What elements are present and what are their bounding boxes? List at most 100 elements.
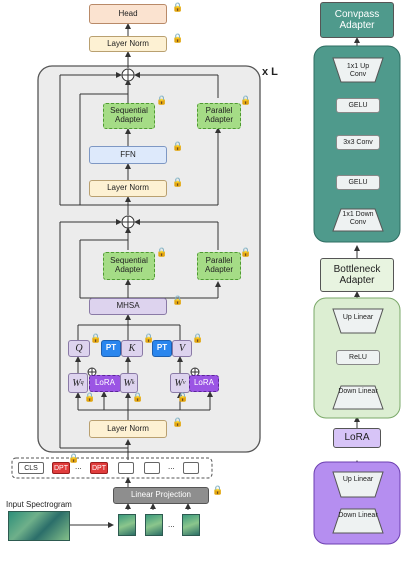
mhsa-label: MHSA: [116, 301, 140, 311]
patch-token-2: [144, 462, 160, 474]
lock-icon: 🔒: [84, 392, 96, 402]
dpt-token-1-label: DPT: [54, 464, 68, 472]
sequential-adapter-bottom: Sequential Adapter: [103, 252, 155, 280]
linear-projection-label: Linear Projection: [130, 490, 192, 500]
dpt-token-1: DPT: [52, 462, 70, 474]
lock-icon: 🔒: [172, 417, 184, 427]
bottleneck-title: Bottleneck Adapter: [320, 258, 394, 292]
lock-icon: 🔒: [68, 453, 80, 463]
parallel-adapter-top: Parallel Adapter: [197, 103, 241, 129]
k-block: K: [121, 340, 143, 357]
lock-icon: 🔒: [172, 295, 184, 305]
parallel-adapter-bottom: Parallel Adapter: [197, 252, 241, 280]
convpass-block-3-label: 3x3 Conv: [343, 138, 373, 146]
lock-icon: 🔒: [172, 33, 184, 43]
head-block: Head: [89, 4, 167, 24]
cls-token-label: CLS: [24, 464, 38, 472]
lock-icon: 🔒: [240, 95, 252, 105]
lock-icon: 🔒: [192, 333, 204, 343]
input-spectrogram-image: [8, 511, 70, 541]
lock-icon: 🔒: [212, 485, 224, 495]
convpass-block-2-label: GELU: [348, 101, 368, 109]
dpt-token-2-label: DPT: [92, 464, 106, 472]
convpass-title: Convpass Adapter: [320, 2, 394, 38]
lock-icon: 🔒: [132, 392, 144, 402]
wk-label: W: [123, 377, 132, 389]
sequential-adapter-top-label: Sequential Adapter: [110, 106, 148, 124]
convpass-block-3: 3x3 Conv: [336, 135, 380, 150]
parallel-adapter-top-label: Parallel Adapter: [204, 106, 234, 124]
layer-norm-mid: Layer Norm: [89, 180, 167, 197]
lora-block-2: LoRA: [189, 375, 219, 392]
head-label: Head: [118, 8, 138, 18]
layer-norm-top: Layer Norm: [89, 36, 167, 52]
pt-label-1: PT: [105, 343, 117, 353]
patch-dots: ...: [168, 520, 175, 529]
prompt-token-block-2: PT: [152, 340, 172, 357]
convpass-block-4: GELU: [336, 175, 380, 190]
k-label: K: [128, 343, 136, 354]
patch-token-1: [118, 462, 134, 474]
lock-icon: 🔒: [156, 95, 168, 105]
lora-label-1: LoRA: [94, 378, 115, 388]
q-label: Q: [75, 343, 83, 354]
lora-title: LoRA: [333, 428, 381, 448]
lock-icon: 🔒: [156, 247, 168, 257]
lock-icon: 🔒: [143, 333, 155, 343]
lock-icon: 🔒: [90, 333, 102, 343]
lora-block-1: LoRA: [89, 375, 121, 392]
dpt-token-2: DPT: [90, 462, 108, 474]
wv-subscript: v: [182, 379, 186, 386]
q-block: Q: [68, 340, 90, 357]
pt-label-2: PT: [156, 343, 168, 353]
lock-icon: 🔒: [172, 177, 184, 187]
token-dots-2: ...: [168, 462, 175, 471]
input-spectrogram-label: Input Spectrogram: [6, 500, 72, 509]
wv-label: W: [174, 377, 183, 389]
layer-norm-mid-label: Layer Norm: [107, 183, 149, 193]
sequential-adapter-top: Sequential Adapter: [103, 103, 155, 129]
layer-norm-top-label: Layer Norm: [107, 38, 149, 48]
lock-icon: 🔒: [172, 141, 184, 151]
convpass-block-5: 1x1 Down Conv: [342, 211, 374, 226]
v-label: V: [178, 343, 186, 354]
convpass-block-2: GELU: [336, 98, 380, 113]
bottleneck-block-2: ReLU: [336, 350, 380, 365]
wq-subscript: q: [80, 379, 84, 386]
convpass-block-1: 1x1 Up Conv: [346, 63, 370, 78]
add-circle-icon: [87, 68, 200, 377]
convpass-block-4-label: GELU: [348, 178, 368, 186]
linear-projection-block: Linear Projection: [113, 487, 209, 504]
patch-image-2: [145, 514, 163, 536]
token-dots-1: ...: [75, 462, 82, 471]
patch-image-1: [118, 514, 136, 536]
repeat-label: x L: [262, 66, 278, 78]
lora-title-label: LoRA: [344, 432, 370, 444]
wk-subscript: k: [131, 379, 135, 386]
lora-block-up: Up Linear: [342, 476, 374, 483]
bottleneck-block-1: Up Linear: [342, 314, 374, 321]
lock-icon: 🔒: [177, 392, 189, 402]
patch-token-3: [183, 462, 199, 474]
lock-icon: 🔒: [240, 247, 252, 257]
lock-icon: 🔒: [172, 2, 184, 12]
layer-norm-bottom: Layer Norm: [89, 420, 167, 438]
cls-token: CLS: [18, 462, 44, 474]
layer-norm-bottom-label: Layer Norm: [107, 423, 149, 433]
prompt-token-block-1: PT: [101, 340, 121, 357]
convpass-title-label: Convpass Adapter: [334, 8, 380, 32]
ffn-block: FFN: [89, 146, 167, 164]
lora-label-2: LoRA: [193, 378, 214, 388]
sequential-adapter-bottom-label: Sequential Adapter: [110, 256, 148, 274]
bottleneck-title-label: Bottleneck Adapter: [333, 263, 381, 287]
lora-block-down: Down Linear: [338, 512, 378, 519]
patch-image-3: [182, 514, 200, 536]
wq-label: W: [72, 377, 81, 389]
ffn-label: FFN: [120, 149, 136, 159]
parallel-adapter-bottom-label: Parallel Adapter: [204, 256, 234, 274]
bottleneck-block-3: Down Linear: [338, 388, 378, 395]
bottleneck-block-2-label: ReLU: [349, 353, 367, 361]
